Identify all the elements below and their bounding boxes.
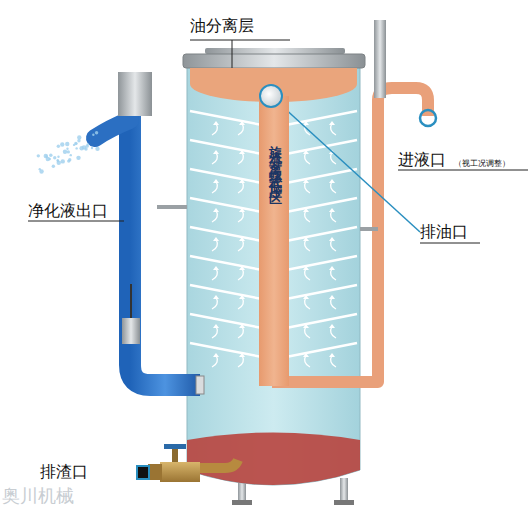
cone-plate: [286, 314, 357, 328]
flow-arrowhead: [213, 179, 219, 183]
inlet-marker: [420, 110, 436, 126]
clean-outlet-label: 净化液出口: [28, 201, 108, 222]
leader-line: [420, 243, 480, 244]
flow-arrowhead: [303, 237, 309, 241]
flow-arrowhead: [329, 208, 335, 212]
flow-arrowhead: [239, 237, 245, 241]
leader-line: [28, 221, 124, 222]
pipe-flange: [196, 376, 204, 394]
leg-foot: [232, 500, 252, 505]
leader-line: [398, 170, 528, 171]
flow-arrowhead: [303, 353, 309, 357]
cone-plate: [190, 111, 262, 125]
outlet-valve: [122, 318, 140, 344]
drain-valve: [160, 462, 200, 482]
tank-lid: [183, 54, 365, 68]
leader-line: [190, 40, 290, 41]
layer-heading: 油分离层: [190, 16, 254, 37]
vortex-column: 旋流分离螺式低压区: [259, 96, 289, 386]
leg-foot: [334, 500, 354, 505]
flow-arrowhead: [303, 266, 309, 270]
oil-outlet-label: 排油口: [420, 222, 468, 243]
flow-arrowhead: [329, 179, 335, 183]
cone-plate: [190, 169, 262, 183]
flow-arrowhead: [239, 150, 245, 154]
inlet-pipe: [272, 88, 428, 382]
valve-handle: [130, 284, 132, 318]
cone-plate: [286, 227, 357, 241]
flow-arrowhead: [239, 208, 245, 212]
valve-stem: [172, 448, 178, 462]
cone-plate: [286, 169, 357, 183]
flow-arrowhead: [213, 150, 219, 154]
flow-arrowhead: [329, 353, 335, 357]
watermark: 奥川机械: [2, 484, 74, 508]
valve-wheel: [164, 444, 186, 449]
tank-body: [187, 66, 360, 485]
flow-arrowhead: [213, 353, 219, 357]
cone-plate: [286, 256, 357, 270]
flow-arrowhead: [329, 237, 335, 241]
vent-pipe: [374, 20, 386, 98]
cone-plate: [190, 314, 262, 328]
cone-plate: [286, 198, 357, 212]
cone-plate: [286, 111, 357, 125]
oil-outlet-marker: [259, 84, 283, 108]
flow-arrowhead: [239, 266, 245, 270]
cone-plate: [286, 285, 357, 299]
flow-arrowhead: [303, 150, 309, 154]
flow-arrowhead: [213, 208, 219, 212]
flow-arrowhead: [303, 295, 309, 299]
pipe-bracket: [157, 205, 187, 209]
outlet-cap: [118, 72, 152, 116]
cone-plate: [190, 198, 262, 212]
cone-plate: [190, 140, 262, 154]
flow-arrowhead: [329, 324, 335, 328]
flow-arrowhead: [329, 266, 335, 270]
drain-marker: [137, 466, 149, 479]
flow-arrowhead: [213, 295, 219, 299]
outlet-spout: [95, 120, 130, 138]
flow-arrowhead: [213, 324, 219, 328]
flow-arrowhead: [329, 295, 335, 299]
flow-arrowhead: [303, 179, 309, 183]
lid-handle: [205, 48, 345, 54]
water-spray: [37, 131, 100, 174]
flow-arrowhead: [303, 208, 309, 212]
drain-pipe: [200, 460, 238, 468]
flow-arrowhead: [329, 121, 335, 125]
drain-nozzle: [148, 464, 162, 480]
flow-arrowhead: [303, 324, 309, 328]
flow-arrowhead: [213, 266, 219, 270]
cone-plate: [190, 343, 262, 357]
cone-plate: [190, 285, 262, 299]
flow-arrowhead: [239, 353, 245, 357]
zone-label: 旋流分离螺式低压区: [266, 134, 284, 188]
flow-arrowhead: [239, 121, 245, 125]
cone-plate: [286, 343, 357, 357]
inlet-label: 进液口: [398, 150, 446, 171]
leader-line: [270, 95, 420, 232]
flow-arrowhead: [303, 121, 309, 125]
flow-arrowhead: [239, 295, 245, 299]
sludge-layer: [187, 433, 360, 486]
cone-plate: [190, 227, 262, 241]
drain-label: 排渣口: [40, 462, 88, 483]
pipe-bracket: [360, 227, 378, 231]
outlet-pipe: [130, 112, 200, 385]
flow-arrowhead: [213, 237, 219, 241]
inlet-note: （视工况调整）: [454, 158, 510, 169]
flow-arrowhead: [239, 324, 245, 328]
flow-arrowhead: [213, 121, 219, 125]
flow-arrowhead: [239, 179, 245, 183]
cone-plate: [190, 256, 262, 270]
